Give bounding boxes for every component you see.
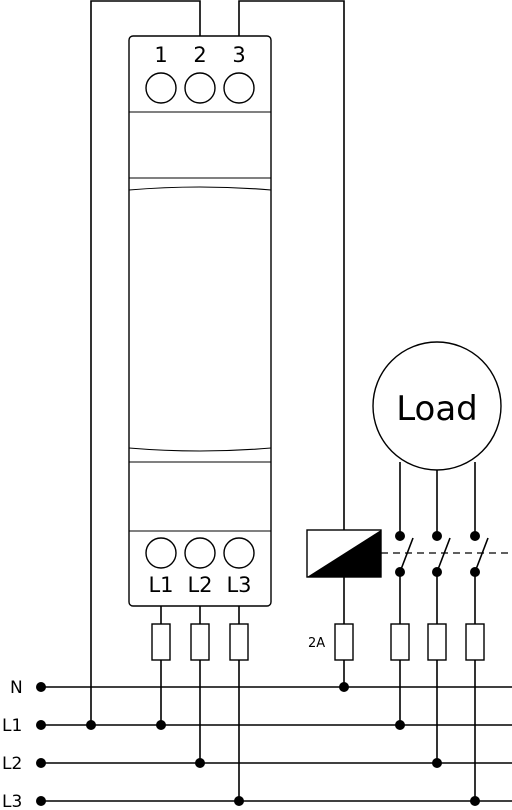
contact-top-1 — [395, 531, 405, 541]
terminal-screw-l3 — [223, 537, 255, 569]
top-wiring — [90, 0, 345, 725]
junction-l2-input — [195, 758, 205, 768]
terminal-screw-1 — [145, 72, 177, 104]
wire-terminal-3-to-relay — [238, 0, 345, 530]
contactor-coil: 2A — [306, 529, 382, 687]
terminal-screw-3 — [223, 72, 255, 104]
junction-l1-contact — [395, 720, 405, 730]
supply-bus: N L1 L2 L3 — [2, 678, 512, 810]
coil-symbol — [307, 530, 381, 577]
terminal-label-2: 2 — [193, 43, 206, 67]
junction-l3-input — [234, 796, 244, 806]
contact-top-2 — [432, 531, 442, 541]
bus-start-l3 — [36, 796, 46, 806]
fuse-load-1 — [390, 623, 410, 661]
terminal-screw-2 — [184, 72, 216, 104]
contact-blade-3 — [474, 537, 489, 573]
terminal-label-l3: L3 — [226, 573, 251, 597]
load-symbol: Load — [372, 341, 502, 471]
fuse-load-3 — [465, 623, 485, 661]
junction-l2-contact — [432, 758, 442, 768]
bus-start-n — [36, 682, 46, 692]
contact-top-3 — [470, 531, 480, 541]
terminal-screw-l1 — [145, 537, 177, 569]
module-window-bottom-curve — [128, 447, 272, 452]
module-window-top-curve — [128, 186, 272, 191]
terminal-screw-l2 — [184, 537, 216, 569]
junction-l1-terminal-2 — [86, 720, 96, 730]
bus-start-l2 — [36, 758, 46, 768]
terminal-label-1: 1 — [154, 43, 167, 67]
contact-blade-1 — [399, 537, 414, 573]
terminal-label-3: 3 — [232, 43, 245, 67]
module-input-wires — [151, 606, 249, 801]
module-body — [128, 35, 272, 607]
terminal-label-l2: L2 — [187, 573, 212, 597]
fuse-l3 — [229, 623, 249, 661]
bus-start-l1 — [36, 720, 46, 730]
contact-blade-2 — [436, 537, 451, 573]
fuse-control — [334, 623, 354, 661]
contactor-contacts — [381, 462, 512, 801]
junction-l1-input — [156, 720, 166, 730]
bus-label-l2: L2 — [2, 754, 22, 774]
terminal-label-l1: L1 — [148, 573, 173, 597]
fuse-load-2 — [427, 623, 447, 661]
junction-l3-contact — [470, 796, 480, 806]
fuse-l1 — [151, 623, 171, 661]
junction-n-coil — [339, 682, 349, 692]
bus-label-l1: L1 — [2, 716, 22, 736]
wire-terminal-2-to-l1 — [90, 0, 201, 725]
fuse-rating-label: 2A — [308, 636, 325, 651]
bus-label-n: N — [10, 678, 23, 698]
relay-module: 1 2 3 L1 L2 L3 — [128, 35, 272, 607]
load-label: Load — [396, 389, 478, 429]
fuse-l2 — [190, 623, 210, 661]
bus-label-l3: L3 — [2, 792, 22, 810]
